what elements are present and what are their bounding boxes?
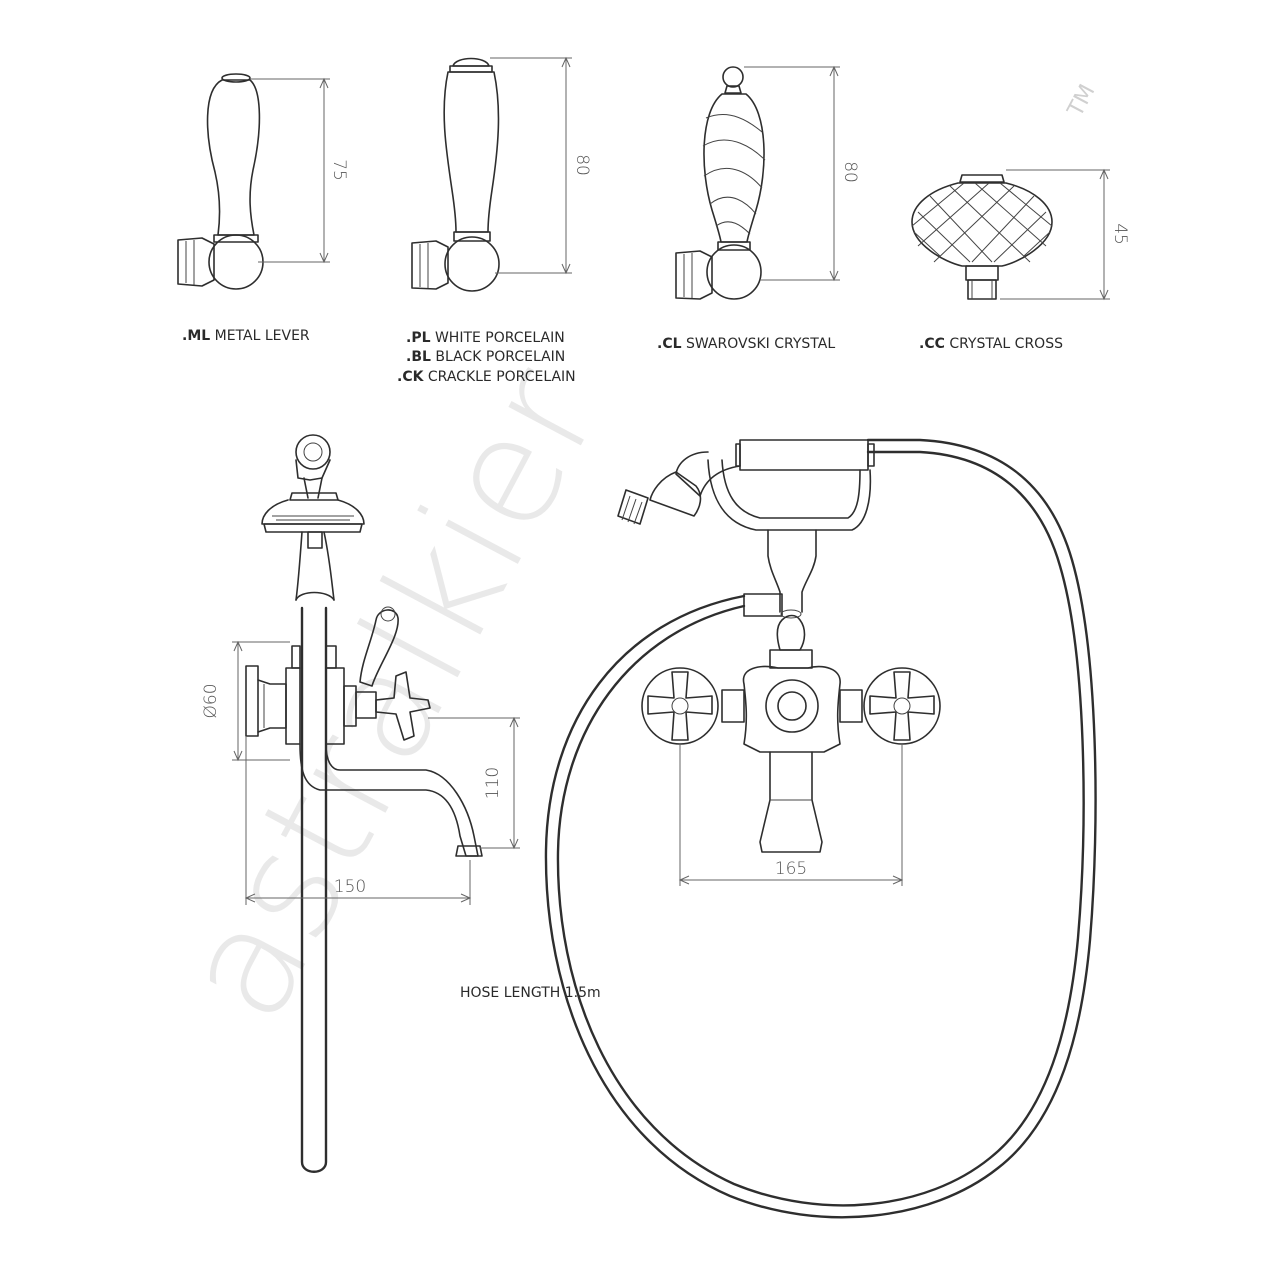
label-cc: .CC CRYSTAL CROSS [919,336,1063,352]
handle-crystal-drawing: 80 [675,65,860,300]
label-cl-name: SWAROVSKI CRYSTAL [686,336,835,352]
label-cc-name: CRYSTAL CROSS [949,336,1063,352]
label-ck: .CK CRACKLE PORCELAIN [397,369,576,385]
dim-ml-height: 75 [329,159,349,181]
handle-metal-lever-drawing: 75 [177,73,349,290]
label-cl-code: .CL [657,336,682,352]
label-cc-code: .CC [919,336,945,352]
dim-pl-height: 80 [572,154,592,176]
label-ck-name: CRACKLE PORCELAIN [428,369,576,385]
handle-crystal-cross-drawing: 45 [911,168,1130,301]
dim-cc-height: 45 [1110,223,1130,245]
dim-side-diameter: Ø60 [201,683,221,718]
front-view-drawing: 165 [544,438,1097,1219]
label-ml-name: METAL LEVER [215,328,310,344]
label-pl-code: .PL [406,330,431,346]
handle-labels: .ML METAL LEVER .PL WHITE PORCELAIN .BL … [182,328,1063,385]
label-pl: .PL WHITE PORCELAIN [406,330,565,346]
dim-side-spout-height: 110 [483,767,503,799]
label-bl: .BL BLACK PORCELAIN [406,349,565,365]
dim-cl-height: 80 [840,161,860,183]
label-cl: .CL SWAROVSKI CRYSTAL [657,336,835,352]
side-view-drawing: Ø60 110 150 [201,434,520,1173]
dim-side-projection: 150 [334,877,366,897]
handle-porcelain-drawing: 80 [411,56,592,292]
label-ml: .ML METAL LEVER [182,328,310,344]
watermark-tm: TM [1063,80,1101,121]
label-bl-name: BLACK PORCELAIN [435,349,565,365]
hose-length-note: HOSE LENGTH 1.5m [460,985,601,1001]
label-bl-code: .BL [406,349,431,365]
label-pl-name: WHITE PORCELAIN [435,330,565,346]
label-ck-code: .CK [397,369,425,385]
dim-front-centres: 165 [775,859,807,879]
label-ml-code: .ML [182,328,210,344]
